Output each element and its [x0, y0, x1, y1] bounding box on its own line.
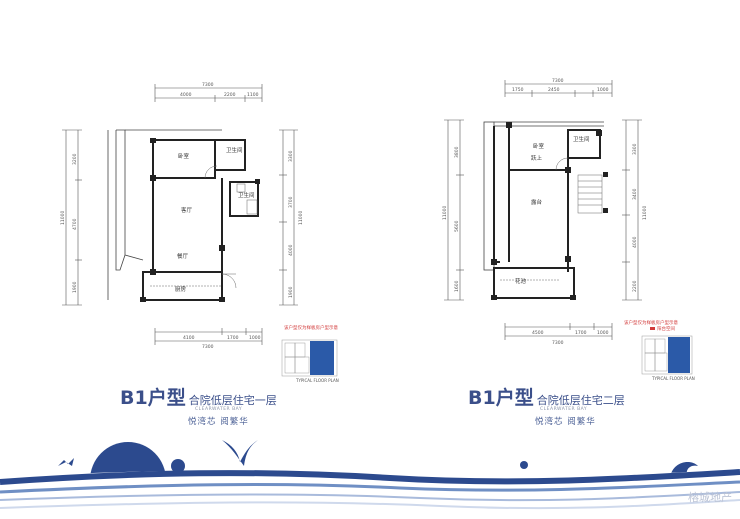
left-dim-left-a: 3200 [72, 153, 78, 165]
left-note: 该户型仅为样板房户型示意 [284, 324, 338, 331]
left-key-plan [281, 339, 338, 377]
sun-circle-icon [90, 442, 166, 480]
left-room-bath1: 卫生间 [226, 146, 243, 154]
left-dim-left-total: 11000 [60, 211, 66, 225]
bird-icon [222, 440, 258, 466]
right-room-garden: 花池 [515, 277, 527, 285]
right-key-caption: TYPICAL FLOOR PLAN [651, 376, 695, 381]
right-dim-left-b: 5600 [454, 220, 460, 232]
left-dim-bottom-c: 1000 [249, 335, 261, 341]
left-dim-top-b: 2200 [224, 92, 236, 98]
right-dim-bottom-a: 4500 [532, 330, 544, 336]
bird-small-icon [58, 458, 74, 466]
right-subtitle-en: CLEARWATER BAY [540, 407, 588, 412]
right-room-bedroom: 卧室 [533, 142, 545, 150]
left-dim-top-a: 4000 [180, 92, 192, 98]
right-slogan: 悦湾芯 阅繁华 [535, 417, 596, 427]
watermark-text: 榕城地产 [688, 491, 732, 504]
left-room-living: 客厅 [181, 206, 193, 214]
right-dim-left-total: 11000 [442, 206, 448, 220]
left-dim-right-a: 3300 [288, 150, 294, 162]
right-dim-top-c: 1000 [597, 87, 609, 93]
right-unit-title-sub: 合院低层住宅二层 [536, 394, 625, 407]
left-room-bedroom: 卧室 [178, 152, 190, 160]
right-room-terrace: 露台 [531, 198, 543, 206]
left-unit-title-main: B1户型 [120, 387, 186, 409]
left-dim-bottom-total: 7300 [202, 344, 214, 350]
right-room-stairs: 跃上 [531, 154, 543, 162]
left-key-caption: TYPICAL FLOOR PLAN [295, 378, 339, 383]
right-dim-right-c: 4000 [632, 236, 638, 248]
left-unit-title-sub: 合院低层住宅一层 [188, 394, 277, 407]
left-dim-right-total: 11000 [298, 211, 304, 225]
left-room-bath2: 卫生间 [238, 191, 255, 199]
left-room-dining: 餐厅 [177, 252, 189, 260]
right-dim-right-total: 11000 [642, 206, 648, 220]
right-unit-title-main: B1户型 [468, 387, 534, 409]
left-dim-bottom-b: 1700 [227, 335, 239, 341]
left-dim-top-c: 1100 [247, 92, 259, 98]
left-room-kitchen: 厨房 [175, 285, 187, 293]
right-legend: 阳台空间 [657, 325, 675, 332]
right-dim-top-a: 1750 [512, 87, 524, 93]
left-unit-title: B1户型合院低层住宅一层 [120, 383, 277, 410]
right-dim-bottom-b: 1700 [575, 330, 587, 336]
right-dim-bottom-total: 7300 [552, 340, 564, 346]
left-subtitle-en: CLEARWATER BAY [195, 407, 243, 412]
left-dim-right-b: 3700 [288, 196, 294, 208]
right-dim-right-d: 2200 [632, 280, 638, 292]
left-slogan: 悦湾芯 阅繁华 [188, 417, 249, 427]
left-dim-left-c: 1900 [72, 281, 78, 293]
small-circle-icon [171, 459, 185, 473]
right-key-plan [641, 335, 693, 375]
right-dim-right-a: 3300 [632, 143, 638, 155]
right-dim-top-total: 7300 [552, 78, 564, 84]
right-dim-right-b: 3400 [632, 188, 638, 200]
right-note: 该户型仅为样板房户型示意 [624, 319, 678, 326]
left-dim-left-b: 4700 [72, 218, 78, 230]
right-unit-title: B1户型合院低层住宅二层 [468, 383, 625, 410]
right-dim-left-c: 1600 [454, 280, 460, 292]
right-dim-top-b: 2450 [548, 87, 560, 93]
right-room-bath: 卫生间 [573, 135, 590, 143]
left-dim-top-total: 7300 [202, 82, 214, 88]
left-dim-bottom-a: 4100 [183, 335, 195, 341]
right-dim-bottom-c: 1000 [597, 330, 609, 336]
left-dim-right-d: 1900 [288, 286, 294, 298]
left-dim-right-c: 4000 [288, 244, 294, 256]
right-dim-left-a: 3800 [454, 146, 460, 158]
right-legend-swatch [650, 327, 655, 330]
